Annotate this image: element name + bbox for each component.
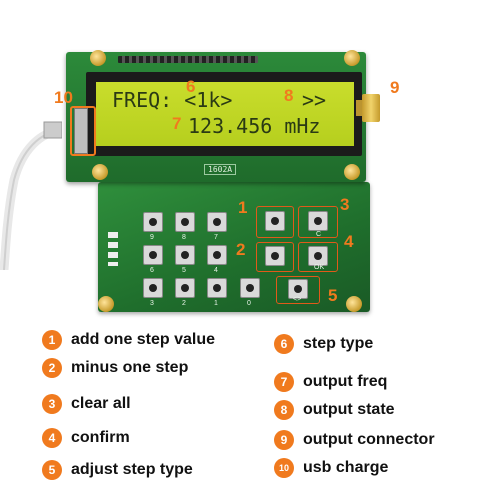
func-box-add [256, 206, 294, 238]
func-box-minus [256, 242, 294, 272]
minus-step-key[interactable] [265, 246, 285, 266]
legend-text-8: output state [303, 401, 395, 418]
lcd-output-state: >> [302, 88, 327, 112]
legend-text-5: adjust step type [71, 461, 193, 478]
legend-badge-6: 6 [274, 334, 294, 354]
callout-1: 1 [238, 198, 248, 217]
legend-item-10: 10 usb charge [274, 458, 388, 478]
legend-item-1: 1 add one step value [42, 330, 215, 350]
key-6[interactable] [143, 245, 163, 265]
step-type-key[interactable] [288, 279, 308, 299]
usb-cable [0, 121, 62, 270]
callout-4: 4 [344, 232, 354, 251]
legend-badge-9: 9 [274, 430, 294, 450]
key-label-8: 8 [182, 234, 186, 241]
legend-item-9: 9 output connector [274, 430, 435, 450]
legend-badge-4: 4 [42, 428, 62, 448]
header-pins [118, 56, 258, 63]
legend-item-4: 4 confirm [42, 428, 130, 448]
legend-text-1: add one step value [71, 331, 216, 348]
legend-text-3: clear all [71, 395, 131, 412]
legend-text-7: output freq [303, 373, 388, 390]
screw-icon [90, 50, 106, 66]
func-box-clear [298, 206, 338, 238]
lcd-screen [96, 82, 354, 146]
func-box-step [276, 276, 320, 304]
screw-icon [344, 50, 360, 66]
key-label-6: 6 [150, 267, 154, 274]
key-label-4: 4 [214, 267, 218, 274]
legend-badge-2: 2 [42, 358, 62, 378]
lcd-line-2: 123.456 mHz [188, 114, 321, 138]
key-label-clear: C [316, 231, 322, 238]
key-9[interactable] [143, 212, 163, 232]
key-3[interactable] [143, 278, 163, 298]
key-7[interactable] [207, 212, 227, 232]
lcd-line-1: FREQ: <1k> [112, 88, 233, 112]
callout-10: 10 [54, 88, 73, 107]
screw-icon [92, 164, 108, 180]
key-label-step: <> [293, 296, 302, 303]
callout-6: 6 [186, 77, 196, 96]
legend-item-8: 8 output state [274, 400, 395, 420]
key-label-0: 0 [247, 300, 251, 307]
legend-badge-10: 10 [274, 458, 294, 478]
key-label-3: 3 [150, 300, 154, 307]
key-2[interactable] [175, 278, 195, 298]
screw-icon [346, 296, 362, 312]
legend-item-7: 7 output freq [274, 372, 387, 392]
key-0[interactable] [240, 278, 260, 298]
legend-text-6: step type [303, 335, 374, 352]
callout-2: 2 [236, 240, 246, 259]
legend-text-2: minus one step [71, 359, 189, 376]
screw-icon [344, 164, 360, 180]
device-photo: FREQ: <1k> >> 123.456 mHz 1602A 9 8 7 6 … [0, 50, 400, 312]
legend-text-9: output connector [303, 431, 435, 448]
key-label-7: 7 [214, 234, 218, 241]
callout-3: 3 [340, 195, 350, 214]
key-label-ok: OK [314, 264, 325, 271]
clear-key[interactable] [308, 211, 328, 231]
legend-item-3: 3 clear all [42, 394, 131, 414]
legend-item-6: 6 step type [274, 334, 373, 354]
sma-connector [362, 94, 380, 122]
sma-base [356, 100, 364, 116]
key-1[interactable] [207, 278, 227, 298]
board-label: 1602A [204, 164, 237, 175]
key-label-5: 5 [182, 267, 186, 274]
confirm-key[interactable] [308, 246, 328, 266]
callout-9: 9 [390, 78, 400, 97]
legend-badge-5: 5 [42, 460, 62, 480]
callout-7: 7 [172, 114, 182, 133]
key-8[interactable] [175, 212, 195, 232]
usb-highlight-box [70, 106, 96, 156]
usb-port [74, 108, 88, 154]
screw-icon [98, 296, 114, 312]
indicator-squares [108, 232, 118, 266]
func-box-confirm [298, 242, 338, 272]
legend-badge-7: 7 [274, 372, 294, 392]
callout-5: 5 [328, 286, 338, 305]
callout-8: 8 [284, 86, 294, 105]
key-label-9: 9 [150, 234, 154, 241]
key-label-1: 1 [214, 300, 218, 307]
legend-badge-3: 3 [42, 394, 62, 414]
legend-badge-8: 8 [274, 400, 294, 420]
key-5[interactable] [175, 245, 195, 265]
legend-badge-1: 1 [42, 330, 62, 350]
legend-item-2: 2 minus one step [42, 358, 188, 378]
key-4[interactable] [207, 245, 227, 265]
legend-text-10: usb charge [303, 459, 389, 476]
legend-text-4: confirm [71, 429, 130, 446]
add-step-key[interactable] [265, 211, 285, 231]
key-label-2: 2 [182, 300, 186, 307]
legend-item-5: 5 adjust step type [42, 460, 193, 480]
